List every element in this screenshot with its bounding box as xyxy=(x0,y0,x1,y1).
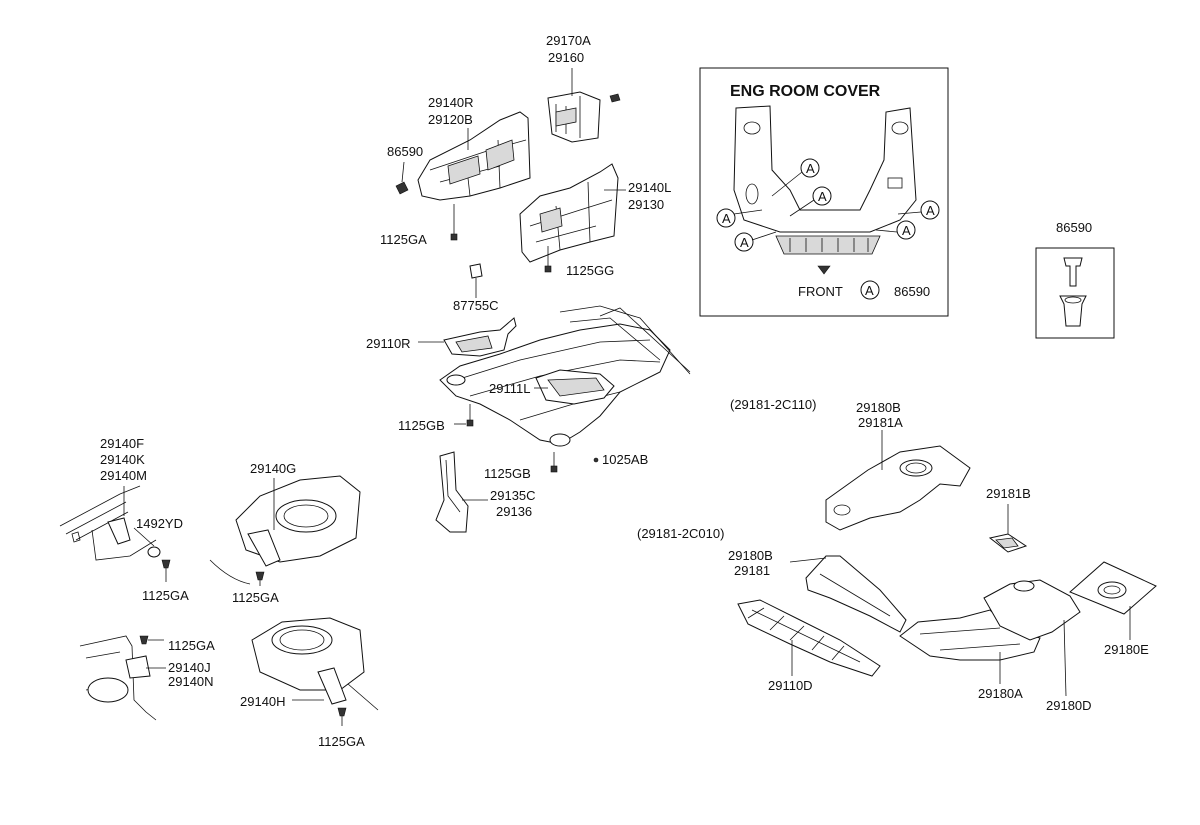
label-29181: 29181 xyxy=(734,563,770,578)
inset-front-label: FRONT xyxy=(798,284,843,299)
bolt-1125ga-l4-icon xyxy=(337,707,347,717)
label-29180E: 29180E xyxy=(1104,642,1149,657)
label-29160: 29160 xyxy=(548,50,584,65)
fender-29140f xyxy=(59,485,157,561)
push-clip-86590-icon xyxy=(1059,257,1087,327)
label-29180D: 29180D xyxy=(1046,698,1092,713)
fender-29140j xyxy=(79,635,157,721)
label-1125GA-top: 1125GA xyxy=(380,232,427,247)
label-1125GA-l1: 1125GA xyxy=(142,588,189,603)
label-29180A: 29180A xyxy=(978,686,1023,701)
label-86590-left: 86590 xyxy=(387,144,423,159)
label-29111L: 29111L xyxy=(489,381,530,396)
inset-box xyxy=(699,67,949,317)
label-1125GG: 1125GG xyxy=(566,263,614,278)
bracket-29170a xyxy=(547,91,601,143)
grille-29110d xyxy=(737,599,881,677)
label-29140H: 29140H xyxy=(240,694,286,709)
label-1125GB-a: 1125GB xyxy=(398,418,445,433)
front-arrow-icon xyxy=(817,265,831,275)
label-29110D: 29110D xyxy=(768,678,813,693)
washer-1492yd-icon xyxy=(147,546,161,558)
bolt-1125ga-l2-icon xyxy=(255,571,265,581)
strut-tower-29140g xyxy=(209,475,361,585)
fastener-box-label: 86590 xyxy=(1056,220,1092,235)
screw-1025ab-icon xyxy=(593,457,599,463)
group-label-2c010: (29181-2C010) xyxy=(637,526,724,541)
callout-a-1: A xyxy=(806,161,815,176)
cover-29180e xyxy=(1069,561,1157,615)
label-1125GA-l4: 1125GA xyxy=(318,734,365,749)
label-29140F: 29140F xyxy=(100,436,144,451)
callout-a-5: A xyxy=(926,203,935,218)
callout-a-3: A xyxy=(722,211,731,226)
callout-circles xyxy=(716,158,940,300)
label-29140J: 29140J xyxy=(168,660,211,675)
inset-title: ENG ROOM COVER xyxy=(730,83,881,100)
label-29180B-b: 29180B xyxy=(728,548,773,563)
screw-29170a-icon xyxy=(609,93,621,103)
label-29120B: 29120B xyxy=(428,112,473,127)
bolt-1125gb-a-icon xyxy=(466,404,474,427)
label-29181B: 29181B xyxy=(986,486,1031,501)
label-1492YD: 1492YD xyxy=(136,516,183,531)
label-1125GA-l2: 1125GA xyxy=(232,590,279,605)
label-29181A: 29181A xyxy=(858,415,903,430)
cover-29140r xyxy=(417,111,531,201)
label-1125GA-l3: 1125GA xyxy=(168,638,215,653)
label-29140L: 29140L xyxy=(628,180,671,195)
label-29180B-a: 29180B xyxy=(856,400,901,415)
fastener-box xyxy=(1035,247,1115,339)
callout-a-6: A xyxy=(902,223,911,238)
inset-callout-letter: A xyxy=(865,283,874,298)
inset-callout-part: 86590 xyxy=(894,284,930,299)
cover-29180b-lower xyxy=(805,555,907,633)
bolt-1125gg-icon xyxy=(544,246,552,273)
label-29140G: 29140G xyxy=(250,461,296,476)
bolt-1125ga-top-icon xyxy=(450,204,458,241)
strut-tower-29140h xyxy=(251,617,379,711)
cover-29180d xyxy=(983,579,1081,641)
label-29140N: 29140N xyxy=(168,674,214,689)
label-29140M: 29140M xyxy=(100,468,147,483)
callout-a-2: A xyxy=(818,189,827,204)
bolt-1125gb-b-icon xyxy=(550,452,558,473)
label-29130: 29130 xyxy=(628,197,664,212)
clip-87755c-icon xyxy=(469,263,483,279)
inset-cover-drawing xyxy=(733,105,917,255)
clip-86590-left-icon xyxy=(395,181,409,195)
guard-29111l xyxy=(535,369,615,405)
label-29136: 29136 xyxy=(496,504,532,519)
bracket-29135c xyxy=(435,451,469,533)
label-87755C: 87755C xyxy=(453,298,499,313)
label-29110R: 29110R xyxy=(366,336,411,351)
label-29140R: 29140R xyxy=(428,95,474,110)
guard-29110r xyxy=(443,317,517,357)
label-29135C: 29135C xyxy=(490,488,536,503)
group-label-2c110: (29181-2C110) xyxy=(730,397,816,412)
callout-a-4: A xyxy=(740,235,749,250)
bolt-1125ga-l1-icon xyxy=(161,559,171,569)
label-29170A: 29170A xyxy=(546,33,591,48)
cover-29180b-upper xyxy=(825,445,971,531)
bolt-1125ga-l3-icon xyxy=(139,635,149,645)
part-labels: 29170A 29160 29140R 29120B 86590 29140L … xyxy=(100,33,1149,749)
label-29140K: 29140K xyxy=(100,452,145,467)
clip-29181b xyxy=(988,533,1028,553)
label-1025AB: 1025AB xyxy=(602,452,648,467)
cover-29180a xyxy=(899,609,1041,661)
label-1125GB-b: 1125GB xyxy=(484,466,531,481)
cover-29140l xyxy=(519,163,619,263)
